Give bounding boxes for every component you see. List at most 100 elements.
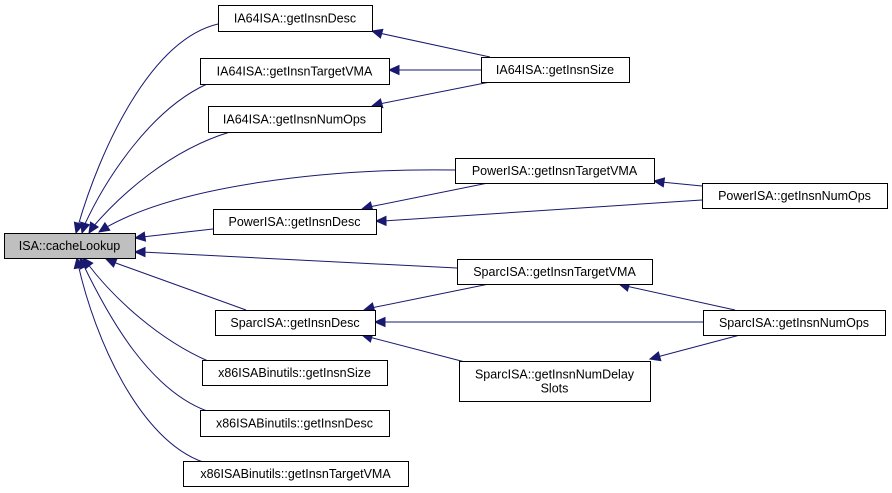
arrowhead-icon [88, 221, 100, 235]
arrowhead-icon [80, 221, 91, 235]
node-x86-size[interactable]: x86ISABinutils::getInsnSize [202, 360, 388, 386]
node-box[interactable] [455, 158, 655, 184]
node-label: SparcISA::getInsnNumOps [719, 316, 869, 330]
node-box[interactable] [702, 183, 888, 209]
edge-line [625, 285, 736, 311]
edge-line [112, 261, 247, 311]
edge-line [83, 83, 208, 227]
node-box[interactable] [703, 310, 886, 336]
node-label: IA64ISA::getInsnSize [496, 63, 614, 77]
edge-line [382, 199, 703, 222]
edge-line [141, 251, 458, 269]
edge-line [378, 32, 491, 58]
node-box[interactable] [218, 5, 373, 32]
edge-line [656, 334, 741, 358]
node-label: x86ISABinutils::getInsnSize [218, 366, 371, 380]
node-x86-tvma[interactable]: x86ISABinutils::getInsnTargetVMA [183, 461, 409, 487]
node-box[interactable] [4, 233, 136, 259]
node-root[interactable]: ISA::cacheLookup [4, 233, 136, 259]
arrowhead-icon [648, 351, 662, 362]
node-box[interactable] [183, 461, 409, 487]
edges-layer [73, 23, 741, 463]
node-box[interactable] [215, 310, 376, 336]
edge-sparc-nops-to-sparc-tvma [617, 281, 736, 311]
edge-line [378, 81, 491, 105]
edge-power-tvma-to-root [97, 169, 456, 233]
edge-sparc-nops-to-sparc-desc [373, 316, 703, 328]
edge-line [368, 336, 466, 363]
edge-power-nops-to-power-desc [374, 199, 703, 227]
edge-sparc-delay-to-sparc-desc [360, 332, 466, 363]
node-label: SparcISA::getInsnTargetVMA [473, 265, 636, 279]
edge-ia64-nops-to-root [88, 131, 231, 235]
arrowhead-icon [133, 231, 147, 242]
node-sparc-tvma[interactable]: SparcISA::getInsnTargetVMA [457, 259, 653, 285]
node-power-nops[interactable]: PowerISA::getInsnNumOps [702, 183, 888, 209]
edge-x86-desc-to-root [79, 256, 208, 412]
node-sparc-nops[interactable]: SparcISA::getInsnNumOps [703, 310, 886, 336]
edge-line [104, 169, 456, 229]
node-label: Slots [541, 382, 569, 396]
nodes-layer: ISA::cacheLookup IA64ISA::getInsnDescIA64… [4, 5, 888, 487]
node-box[interactable] [213, 209, 377, 235]
arrowhead-icon [104, 258, 118, 268]
edge-power-nops-to-power-tvma [652, 177, 703, 188]
arrowhead-icon [387, 64, 400, 76]
edge-line [82, 263, 208, 412]
arrowhead-icon [97, 221, 111, 233]
node-label: ISA::cacheLookup [19, 239, 121, 253]
node-power-desc[interactable]: PowerISA::getInsnDesc [213, 209, 377, 235]
node-box[interactable] [200, 58, 390, 85]
edge-line [660, 181, 703, 187]
edge-line [91, 131, 231, 229]
edge-line [141, 228, 214, 238]
edge-line [370, 283, 490, 309]
edge-sparc-desc-to-root [104, 258, 247, 311]
edge-sparc-tvma-to-root [133, 246, 458, 269]
node-label: PowerISA::getInsnDesc [228, 215, 360, 229]
arrowhead-icon [652, 177, 666, 188]
arrowhead-icon [373, 316, 386, 328]
edge-ia64-size-to-ia64-tvma [387, 64, 481, 76]
node-ia64-nops[interactable]: IA64ISA::getInsnNumOps [208, 106, 382, 133]
node-sparc-desc[interactable]: SparcISA::getInsnDesc [215, 310, 376, 336]
node-label: SparcISA::getInsnDesc [230, 316, 359, 330]
node-box[interactable] [208, 106, 382, 133]
node-label: PowerISA::getInsnNumOps [718, 189, 871, 203]
node-box[interactable] [459, 361, 651, 402]
edge-line [86, 262, 209, 362]
node-label: x86ISABinutils::getInsnDesc [216, 417, 373, 431]
node-label: SparcISA::getInsnNumDelay [475, 368, 635, 382]
node-box[interactable] [200, 410, 390, 437]
arrowhead-icon [73, 256, 85, 270]
node-box[interactable] [457, 259, 653, 285]
node-ia64-size[interactable]: IA64ISA::getInsnSize [481, 57, 630, 83]
node-ia64-tvma[interactable]: IA64ISA::getInsnTargetVMA [200, 58, 390, 85]
edge-line [368, 182, 489, 208]
edge-power-desc-to-root [133, 228, 214, 242]
node-label: IA64ISA::getInsnNumOps [223, 113, 366, 127]
node-box[interactable] [481, 57, 630, 83]
node-label: IA64ISA::getInsnDesc [234, 12, 356, 26]
arrowhead-icon [133, 246, 146, 258]
arrowhead-icon [374, 215, 387, 227]
arrowhead-icon [370, 28, 384, 39]
edge-power-tvma-to-power-desc [360, 182, 489, 212]
node-ia64-desc[interactable]: IA64ISA::getInsnDesc [218, 5, 373, 32]
edge-line [77, 23, 219, 227]
edge-ia64-tvma-to-root [80, 83, 208, 235]
edge-sparc-tvma-to-sparc-desc [362, 283, 490, 313]
edge-sparc-nops-to-sparc-delay [648, 334, 741, 362]
edge-ia64-size-to-ia64-nops [370, 81, 491, 109]
node-box[interactable] [202, 360, 388, 386]
node-power-tvma[interactable]: PowerISA::getInsnTargetVMA [455, 158, 655, 184]
node-label: IA64ISA::getInsnTargetVMA [217, 65, 373, 79]
node-label: PowerISA::getInsnTargetVMA [472, 164, 638, 178]
node-x86-desc[interactable]: x86ISABinutils::getInsnDesc [200, 410, 390, 437]
edge-ia64-size-to-ia64-desc [370, 28, 491, 58]
node-label: x86ISABinutils::getInsnTargetVMA [200, 467, 391, 481]
edge-line [77, 263, 204, 463]
edge-x86-tvma-to-root [73, 256, 204, 463]
